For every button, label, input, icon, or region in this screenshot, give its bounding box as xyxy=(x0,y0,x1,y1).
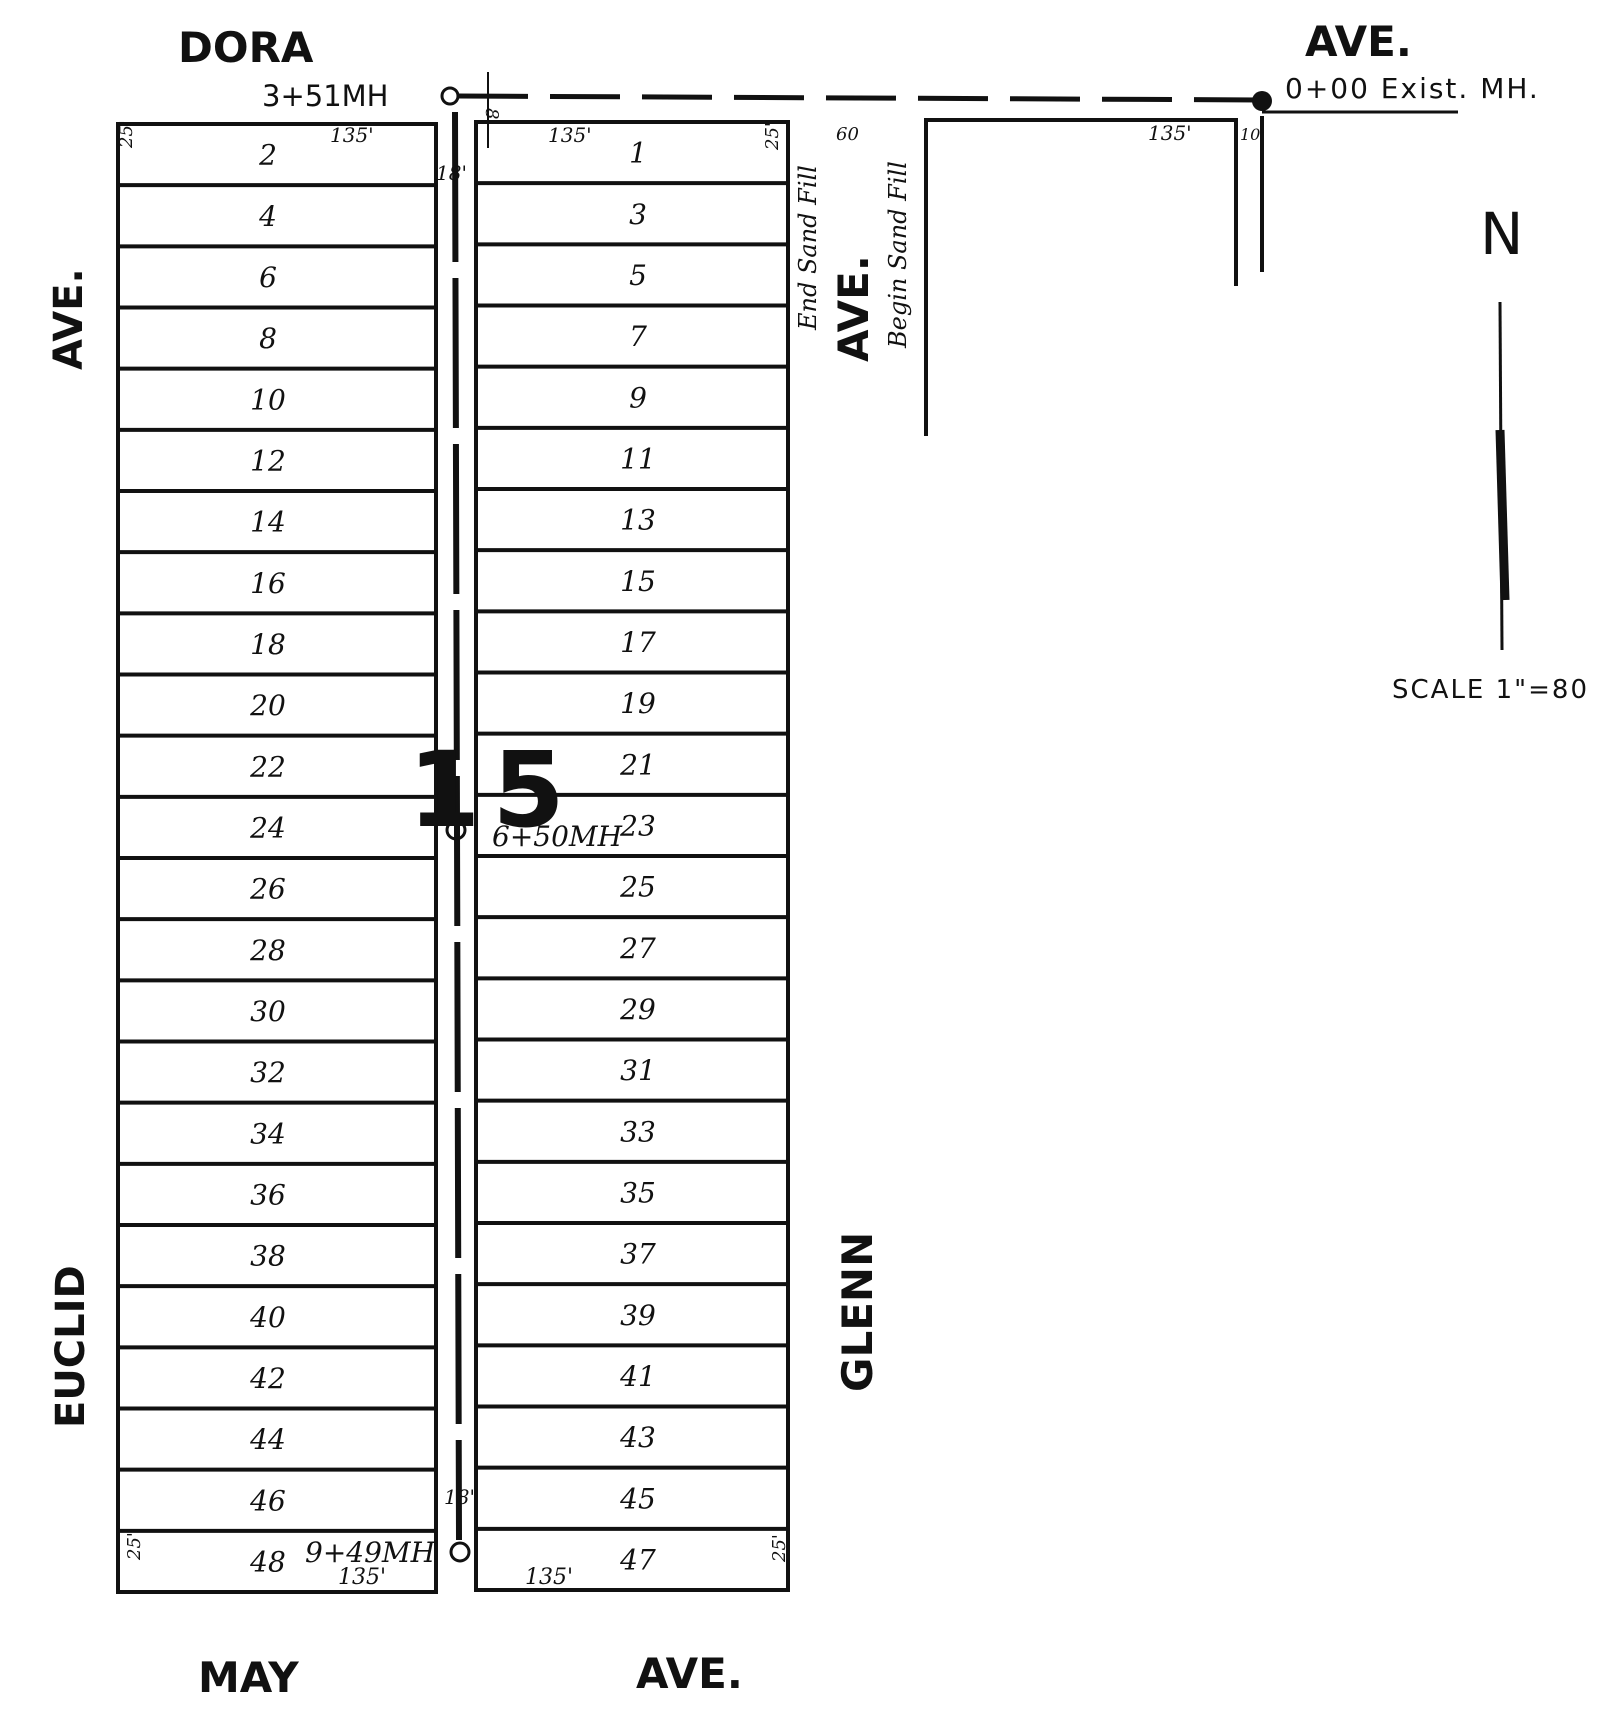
west-lot-number: 32 xyxy=(250,1056,286,1089)
manhole-bottom xyxy=(449,1541,471,1563)
north-label: N xyxy=(1480,200,1523,268)
dora-ave-label: AVE. xyxy=(1305,17,1412,66)
manhole-existing xyxy=(1252,91,1272,111)
west-lot-number: 42 xyxy=(249,1362,286,1395)
west-lot-number: 16 xyxy=(250,567,286,600)
glenn-ave-east-edge xyxy=(924,118,1238,436)
euclid-street-label: EUCLID xyxy=(48,1265,94,1428)
west-lot-number: 20 xyxy=(249,689,286,722)
north-arrow-shaft-icon xyxy=(1495,429,1510,601)
euclid-ave-label: AVE. xyxy=(46,268,92,370)
small-offset-dimension: 10' xyxy=(1240,125,1265,144)
east-lot-number: 23 xyxy=(619,809,656,842)
east-lot-block: 1357911131517192123252729313335373941434… xyxy=(474,120,790,1592)
west-lot-number: 14 xyxy=(250,506,286,539)
west-lot-number: 4 xyxy=(258,200,277,233)
manhole-top xyxy=(440,86,460,106)
east-lot-number: 11 xyxy=(620,442,656,475)
west-lot-number: 44 xyxy=(249,1423,286,1456)
west-lot-number: 26 xyxy=(249,873,286,906)
may-street-label: MAY xyxy=(198,1653,299,1702)
east-lot-number: 3 xyxy=(629,198,647,231)
east-lot-depth-bottom: 135' xyxy=(525,1565,573,1590)
east-lot-number: 47 xyxy=(619,1543,656,1576)
west-lot-depth-top: 135' xyxy=(330,123,374,147)
west-lot-number: 12 xyxy=(250,444,286,477)
east-lot-number: 43 xyxy=(619,1421,656,1454)
east-lot-number: 7 xyxy=(629,320,647,353)
block-number: 15 xyxy=(408,729,577,851)
east-lot-depth-top: 135' xyxy=(548,123,592,147)
dora-lot-depth: 135' xyxy=(1148,121,1192,145)
west-lot-width-top: 25' xyxy=(116,120,137,149)
west-lot-number: 48 xyxy=(249,1545,286,1578)
east-lot-width-bottom: 25' xyxy=(769,1534,790,1563)
west-lot-number: 36 xyxy=(250,1178,286,1211)
east-lot-number: 39 xyxy=(620,1299,656,1332)
east-lot-number: 45 xyxy=(619,1482,656,1515)
west-lot-block: 2468101214161820222426283032343638404244… xyxy=(116,122,438,1594)
west-lot-number: 10 xyxy=(250,383,286,416)
alley-width-top: 18' xyxy=(436,161,467,185)
east-lot-number: 13 xyxy=(620,504,656,537)
east-lot-number: 5 xyxy=(629,259,647,292)
dora-street-label: DORA xyxy=(178,23,314,72)
sewer-line-dora xyxy=(457,93,1261,103)
west-lot-number: 30 xyxy=(250,995,286,1028)
west-lot-width-bottom: 25' xyxy=(124,1532,145,1561)
east-lot-number: 27 xyxy=(619,932,656,965)
west-lot-number: 38 xyxy=(250,1240,286,1273)
west-lot-number: 6 xyxy=(259,261,277,294)
glenn-street-label: GLENN xyxy=(833,1232,882,1392)
west-lot-number: 28 xyxy=(249,934,286,967)
west-lot-number: 40 xyxy=(249,1301,286,1334)
east-lot-number: 19 xyxy=(620,687,656,720)
east-lot-number: 9 xyxy=(629,381,647,414)
manhole-middle-label: 6+50MH xyxy=(492,820,623,853)
east-lot-width-top: 25' xyxy=(762,122,783,151)
east-lot-number: 1 xyxy=(629,137,647,170)
east-lot-number: 33 xyxy=(620,1115,656,1148)
may-ave-label: AVE. xyxy=(636,1649,743,1698)
west-lot-number: 8 xyxy=(259,322,277,355)
east-lot-number: 41 xyxy=(619,1360,656,1393)
sewer-line-alley xyxy=(452,111,462,1541)
glenn-ave-label: AVE. xyxy=(829,255,878,362)
west-lot-depth-bottom: 135' xyxy=(338,1565,386,1590)
west-lot-number: 46 xyxy=(249,1484,286,1517)
alley-width-bottom: 18' xyxy=(444,1485,475,1509)
east-lot-number: 37 xyxy=(620,1238,656,1271)
east-lot-number: 31 xyxy=(620,1054,656,1087)
manhole-top-label: 3+51MH xyxy=(262,79,388,113)
west-lot-number: 2 xyxy=(258,139,277,172)
begin-sand-fill-note: Begin Sand Fill xyxy=(884,161,912,349)
east-lot-number: 35 xyxy=(620,1176,656,1209)
manhole-existing-label: 0+00 Exist. MH. xyxy=(1285,72,1540,105)
west-lot-number: 24 xyxy=(249,811,286,844)
west-lot-number: 18 xyxy=(250,628,286,661)
east-lot-number: 25 xyxy=(619,871,656,904)
scale-label: SCALE 1"=80 xyxy=(1392,675,1589,705)
east-lot-number: 29 xyxy=(619,993,656,1026)
east-lot-number: 17 xyxy=(620,626,656,659)
street-width-dimension: 60 xyxy=(836,124,859,145)
west-lot-number: 22 xyxy=(249,750,286,783)
manhole-bottom-label: 9+49MH xyxy=(305,1536,436,1569)
east-lot-number: 21 xyxy=(619,748,656,781)
east-lot-number: 15 xyxy=(620,565,656,598)
end-sand-fill-note: End Sand Fill xyxy=(794,165,822,331)
west-lot-number: 34 xyxy=(250,1117,286,1150)
